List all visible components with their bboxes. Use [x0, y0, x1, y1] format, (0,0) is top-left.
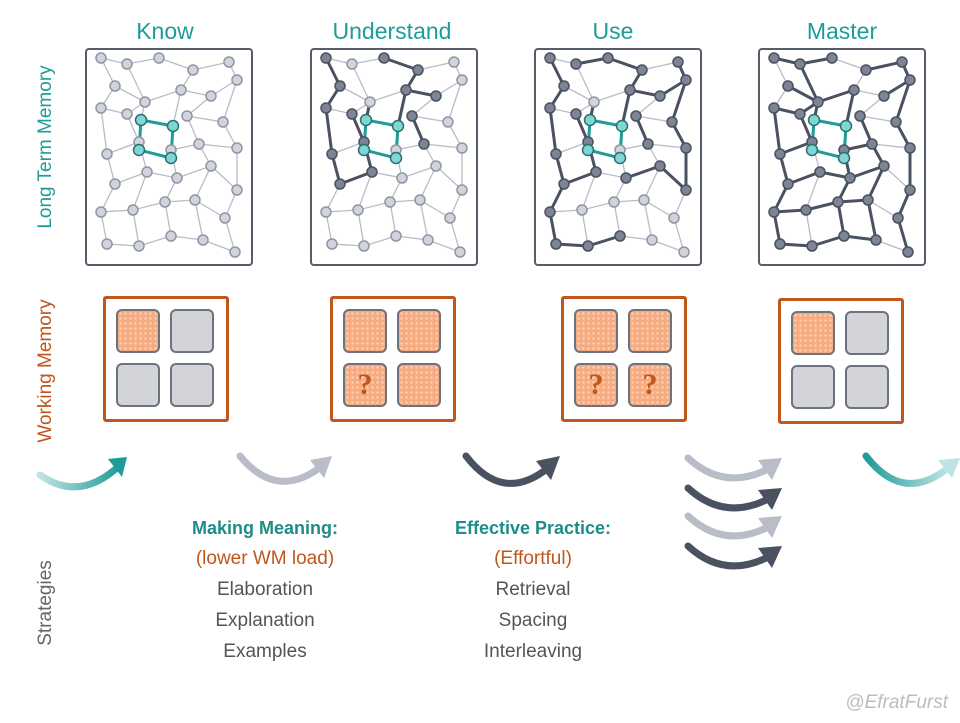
wm-slot-filled — [116, 309, 160, 353]
strategy-heading: Effective Practice: — [454, 518, 612, 538]
wm-slot-filled — [628, 309, 672, 353]
wm-slot-empty — [170, 309, 214, 353]
wm-slot-filled — [791, 311, 835, 355]
ltm-label: Long Term Memory — [35, 65, 56, 229]
ltm-network-understand — [310, 48, 478, 266]
strategy-item: Retrieval — [495, 579, 571, 600]
strategy-item: Elaboration — [216, 579, 314, 600]
stage-title-master: Master — [806, 18, 878, 44]
strategy-heading: Making Meaning: — [191, 518, 338, 538]
strategy-subheading: (Effortful) — [494, 548, 572, 569]
arrow-stack-dark-2 — [684, 542, 782, 570]
wm-slot-empty — [170, 363, 214, 407]
wm-slot-question: ? — [628, 363, 672, 407]
strategies-label: Strategies — [35, 560, 56, 646]
wm-slot-question: ? — [574, 363, 618, 407]
wm-box-master — [778, 298, 904, 424]
strategy-item: Interleaving — [483, 641, 583, 662]
wm-slot-empty — [845, 311, 889, 355]
ltm-network-use — [534, 48, 702, 266]
arrow-teal-left — [36, 457, 127, 491]
wm-slot-filled — [574, 309, 618, 353]
arrow-teal-right — [862, 452, 960, 487]
strategy-effective-practice: Effective Practice: (Effortful) Retrieva… — [403, 518, 663, 672]
arrow-stack-light-1 — [684, 454, 782, 482]
strategy-subheading: (lower WM load) — [195, 548, 335, 569]
strategy-item: Examples — [223, 641, 307, 662]
arrow-stack-dark-1 — [684, 484, 782, 512]
wm-box-understand: ? — [330, 296, 456, 422]
arrow-stack-light-2 — [684, 512, 782, 540]
strategy-making-meaning: Making Meaning: (lower WM load) Elaborat… — [135, 518, 395, 672]
wm-box-know — [103, 296, 229, 422]
ltm-network-master — [758, 48, 926, 266]
wm-slot-filled — [397, 363, 441, 407]
stage-title-use: Use — [592, 18, 634, 44]
wm-slot-filled — [397, 309, 441, 353]
strategy-item: Explanation — [215, 610, 315, 631]
stage-title-know: Know — [136, 18, 194, 44]
wm-slot-empty — [791, 365, 835, 409]
wm-slot-empty — [116, 363, 160, 407]
wm-slot-question: ? — [343, 363, 387, 407]
author-credit: @EfratFurst — [845, 692, 948, 713]
arrow-light-1 — [236, 452, 332, 485]
stage-title-understand: Understand — [332, 18, 452, 44]
ltm-network-know — [85, 48, 253, 266]
arrow-dark-1 — [462, 452, 560, 487]
wm-slot-filled — [343, 309, 387, 353]
wm-slot-empty — [845, 365, 889, 409]
strategy-item: Spacing — [498, 610, 568, 631]
wm-box-use: ?? — [561, 296, 687, 422]
